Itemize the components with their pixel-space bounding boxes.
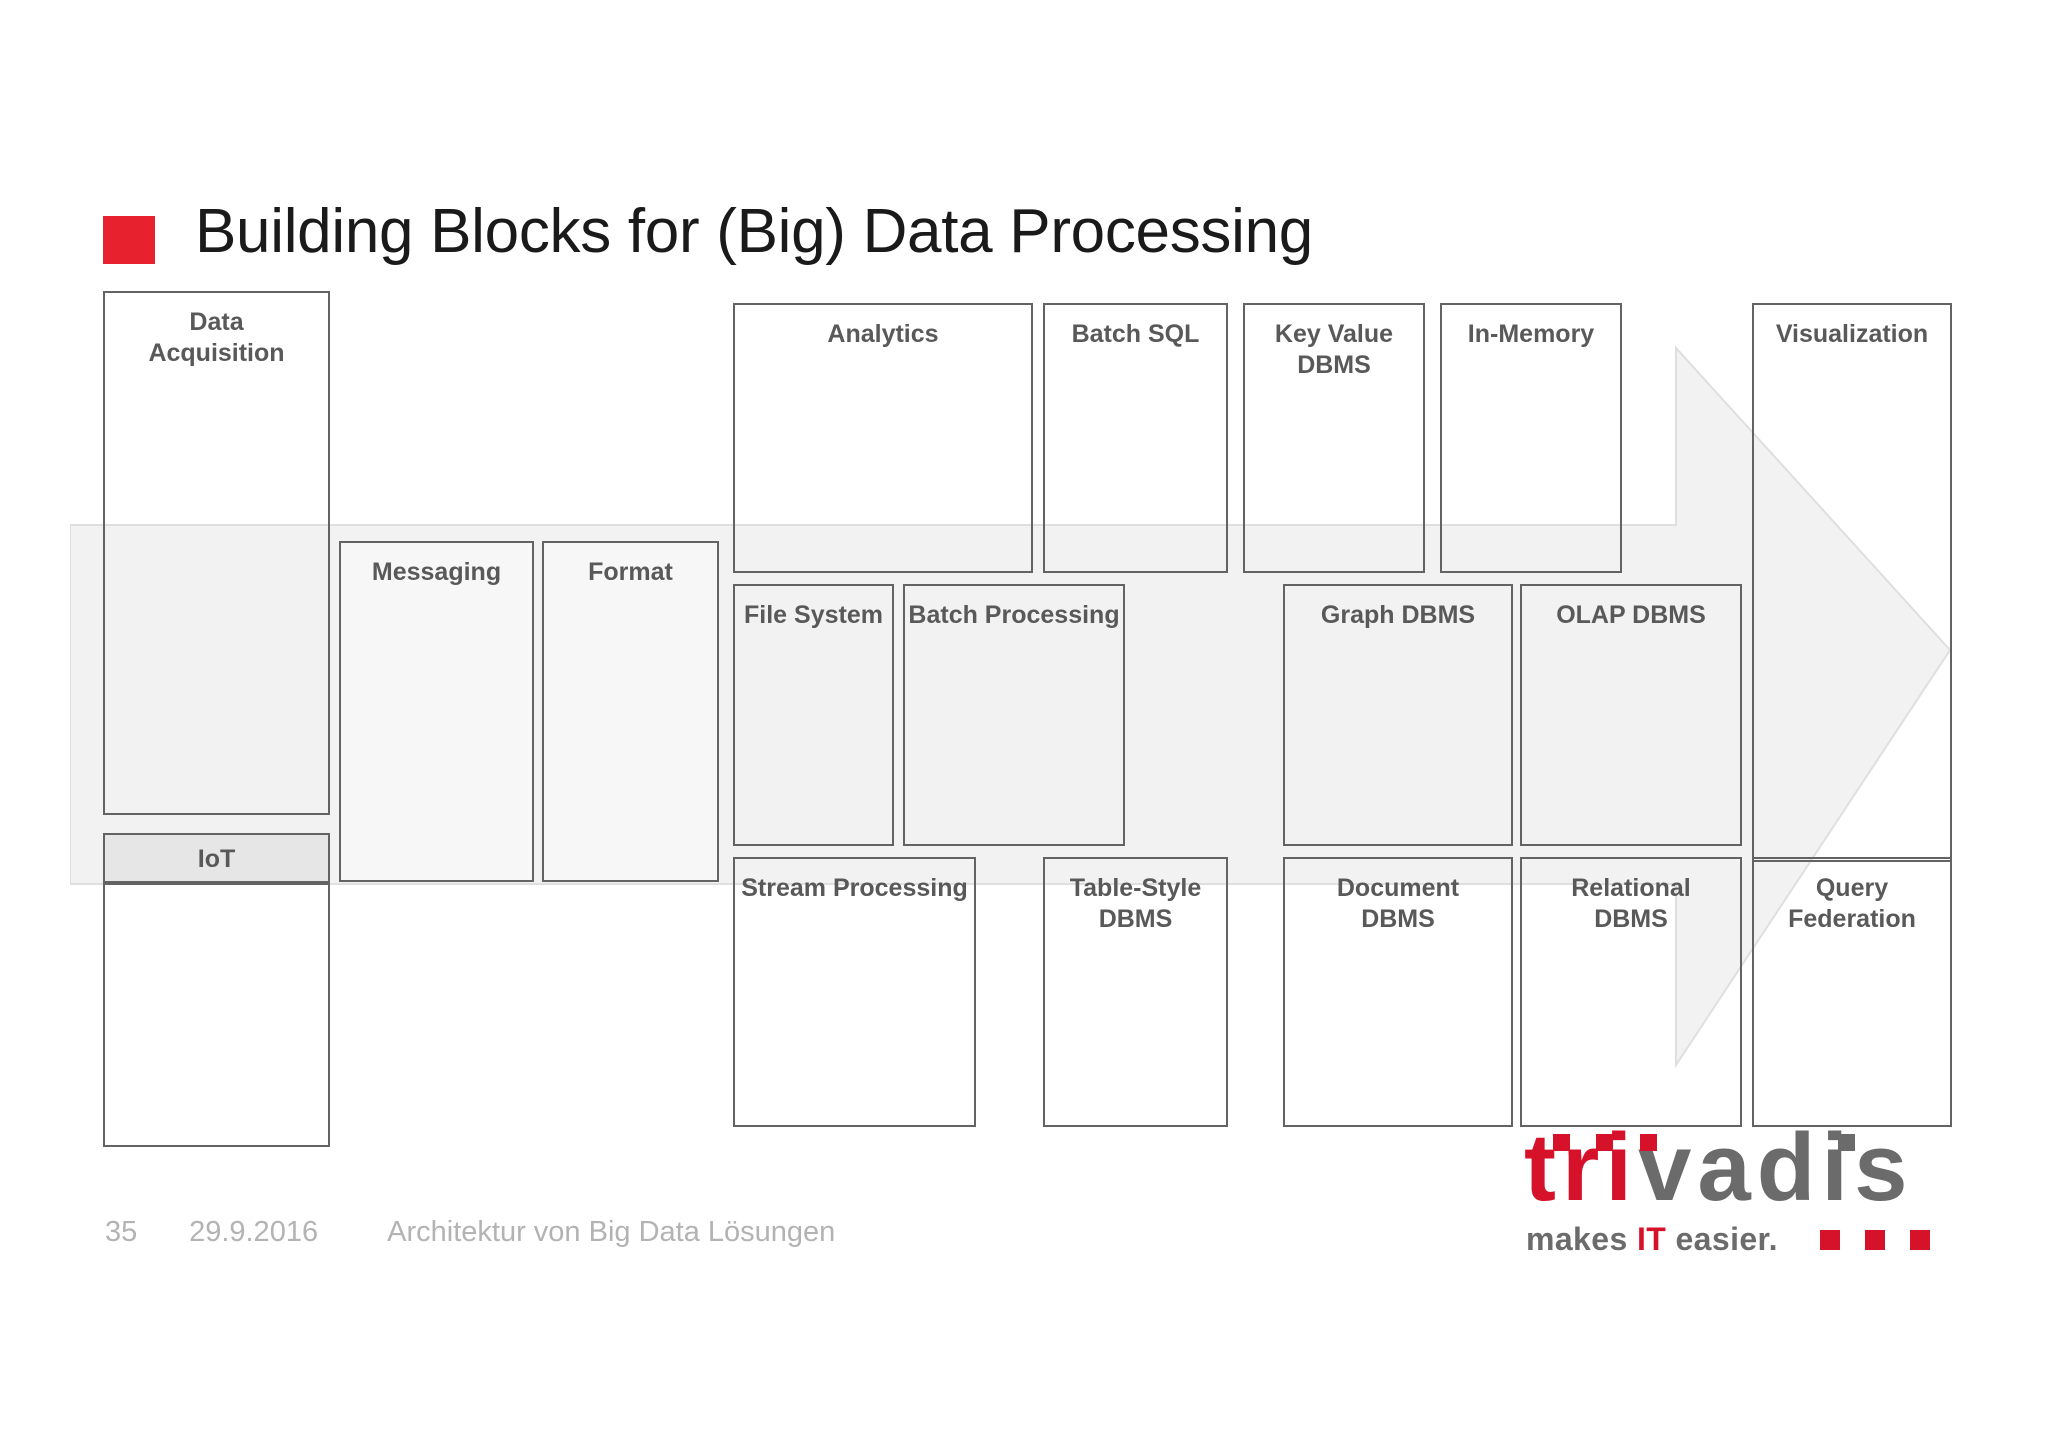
- block-data-acquisition[interactable]: Data Acquisition: [103, 291, 330, 815]
- footer-page-number: 35: [105, 1216, 138, 1248]
- logo-square-3: [1910, 1230, 1930, 1250]
- logo-dot-i4: [1838, 1134, 1855, 1151]
- block-olap-dbms[interactable]: OLAP DBMS: [1520, 584, 1742, 846]
- block-batch-processing[interactable]: Batch Processing: [903, 584, 1125, 846]
- logo-square-2: [1865, 1230, 1885, 1250]
- slide-footer: 35 29.9.2016 Architektur von Big Data Lö…: [105, 1212, 835, 1252]
- block-batch-sql[interactable]: Batch SQL: [1043, 303, 1228, 573]
- logo-tagline: makes IT easier.: [1526, 1221, 1778, 1258]
- block-key-value-dbms[interactable]: Key Value DBMS: [1243, 303, 1425, 573]
- logo-word-tri: tri: [1524, 1114, 1638, 1221]
- footer-date: 29.9.2016: [189, 1216, 319, 1248]
- logo-wordmark: trivadis: [1524, 1118, 1913, 1218]
- block-in-memory[interactable]: In-Memory: [1440, 303, 1622, 573]
- block-iot[interactable]: IoT: [103, 833, 330, 883]
- footer-deck-title: Architektur von Big Data Lösungen: [387, 1216, 836, 1248]
- block-stream-processing[interactable]: Stream Processing: [733, 857, 976, 1127]
- block-format[interactable]: Format: [542, 541, 719, 882]
- block-document-dbms[interactable]: Document DBMS: [1283, 857, 1513, 1127]
- block-table-style-dbms[interactable]: Table-Style DBMS: [1043, 857, 1228, 1127]
- logo-square-1: [1820, 1230, 1840, 1250]
- logo-dot-i1: [1553, 1134, 1570, 1151]
- logo-tagline-pre: makes: [1526, 1221, 1637, 1257]
- block-file-system[interactable]: File System: [733, 584, 894, 846]
- title-bullet-square: [103, 216, 155, 264]
- block-query-federation[interactable]: Query Federation: [1752, 857, 1952, 1127]
- logo-word-vadis: vadis: [1638, 1114, 1914, 1221]
- block-analytics[interactable]: Analytics: [733, 303, 1033, 573]
- title-text: Building Blocks for (Big) Data Processin…: [195, 197, 1313, 266]
- trivadis-logo: trivadis makes IT easier.: [1524, 1118, 1964, 1268]
- block-relational-dbms[interactable]: Relational DBMS: [1520, 857, 1742, 1127]
- block-messaging[interactable]: Messaging: [339, 541, 534, 882]
- block-acquisition-lower[interactable]: [103, 883, 330, 1147]
- logo-dot-i2: [1596, 1134, 1613, 1151]
- logo-dot-i3: [1640, 1134, 1657, 1151]
- logo-tagline-accent: IT: [1636, 1221, 1667, 1257]
- block-visualization[interactable]: Visualization: [1752, 303, 1952, 862]
- logo-tagline-post: easier.: [1666, 1221, 1778, 1257]
- block-graph-dbms[interactable]: Graph DBMS: [1283, 584, 1513, 846]
